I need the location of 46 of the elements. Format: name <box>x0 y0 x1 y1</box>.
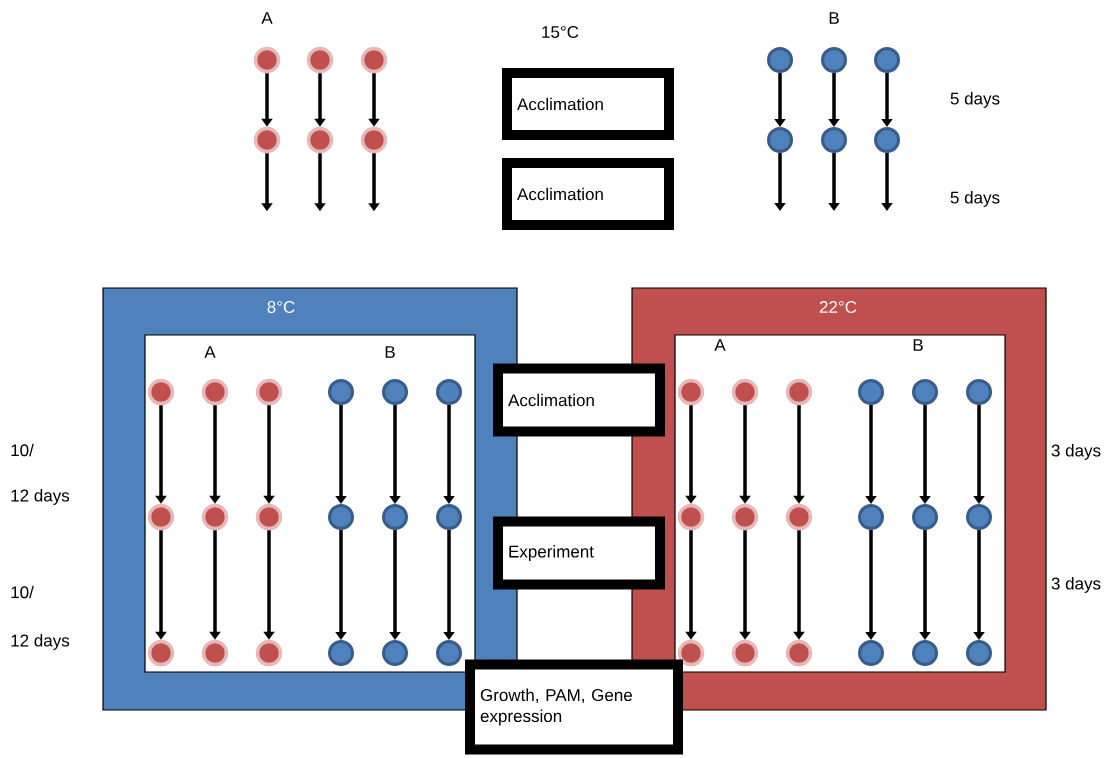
sample-circle <box>821 127 847 153</box>
label: 12 days <box>11 634 70 650</box>
sample-circle <box>201 378 229 406</box>
sample-circle <box>360 46 388 74</box>
sample-circle <box>731 503 759 531</box>
label: 3 days <box>1051 577 1101 593</box>
label: 12 days <box>11 489 70 505</box>
label: 3 days <box>1051 444 1101 460</box>
step-box: Acclimation <box>502 158 674 230</box>
label: B <box>829 12 839 24</box>
step-box: Acclimation <box>493 363 665 437</box>
sample-circle <box>360 126 388 154</box>
sample-circle <box>767 47 793 73</box>
step-box: Experiment <box>493 516 665 590</box>
sample-circle <box>731 639 759 667</box>
sample-circle <box>306 126 334 154</box>
sample-circle <box>253 46 281 74</box>
sample-circle <box>255 378 283 406</box>
sample-circle <box>785 503 813 531</box>
sample-circle <box>253 126 281 154</box>
label: 5 days <box>950 92 1000 108</box>
sample-circle <box>677 639 705 667</box>
label: 10/ <box>11 443 34 457</box>
sample-circle <box>147 503 175 531</box>
sample-circle <box>785 639 813 667</box>
step-box: Growth, PAM, Gene expression <box>465 659 683 755</box>
label: 5 days <box>950 191 1000 207</box>
sample-circle <box>785 378 813 406</box>
sample-circle <box>306 46 334 74</box>
label: 10/ <box>11 585 34 599</box>
sample-circle <box>767 127 793 153</box>
sample-circle <box>201 503 229 531</box>
label: 15°C <box>542 26 579 39</box>
sample-circle <box>255 639 283 667</box>
sample-circle <box>731 378 759 406</box>
sample-circle <box>147 378 175 406</box>
sample-circle <box>874 127 900 153</box>
sample-circle <box>874 47 900 73</box>
sample-circle <box>147 639 175 667</box>
sample-circle <box>821 47 847 73</box>
step-box: Acclimation <box>502 68 674 140</box>
sample-circle <box>677 378 705 406</box>
sample-circle <box>677 503 705 531</box>
label: A <box>261 12 273 24</box>
sample-circle <box>201 639 229 667</box>
sample-circle <box>255 503 283 531</box>
